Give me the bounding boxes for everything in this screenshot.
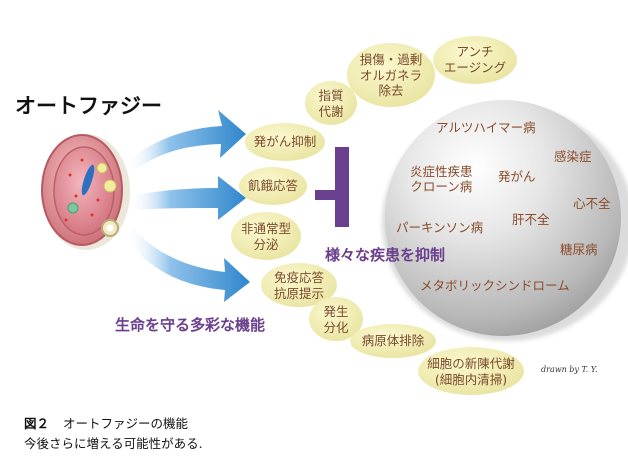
disease-label: 心不全 [573,196,611,211]
function-label: 損傷・過剰オルガネラ除去 [359,52,423,99]
function-label: 指質代謝 [318,88,344,119]
function-label: 発がん抑制 [253,134,317,149]
arrow-lower [128,226,250,302]
bubble-sonshou-kajou [347,43,435,107]
figure-caption-line2: 今後さらに増える可能性がある. [24,436,203,451]
disease-label: 炎症性疾患クローン病 [410,164,473,194]
arrows [128,110,250,302]
functions-heading: 生命を守る多彩な機能 [115,316,266,334]
arrow-middle [130,176,246,220]
bubble-kiga-outou [239,167,307,205]
arrow-upper [128,110,246,170]
function-label: 免疫応答抗原提示 [273,270,324,301]
disease-label: 糖尿病 [560,242,598,257]
function-label: 病原体排除 [361,333,425,348]
function-label: アンチエージング [443,44,507,75]
figure-number: 図２ [24,416,50,431]
figure-title: オートファジーの機能 [63,416,189,431]
function-label: 非通常型分泌 [240,221,291,252]
bubble-hatsugan-yokusei [245,123,325,161]
disease-label: パーキンソン病 [396,220,484,235]
bubble-anti-aging [433,36,517,84]
function-label: 細胞の新陳代謝(細胞内清掃) [427,356,515,387]
function-bubbles [231,36,524,395]
disease-suppression-heading: 様々な疾患を抑制 [325,246,446,264]
bubble-shishitsu-taisha [305,81,357,125]
figure-caption: 図２ オートファジーの機能 [24,413,188,432]
disease-sphere [382,100,628,341]
inhibition-symbol [315,147,349,227]
bubble-meneki-outou [261,263,337,307]
function-label: 飢餓応答 [247,178,298,193]
disease-label: 発がん [498,169,536,184]
bubble-saibou-shinchintaisha [418,347,524,395]
bubble-byougentai-haijo [350,324,436,358]
disease-label: 感染症 [554,149,592,164]
cell-icon [41,134,130,250]
diagram-title: オートファジー [15,94,162,118]
function-label: 発生分化 [323,304,349,335]
disease-label: アルツハイマー病 [436,120,536,135]
drawn-by-credit: drawn by T. Y. [541,365,598,374]
disease-label: 肝不全 [512,212,550,227]
disease-label: メタボリックシンドローム [420,278,570,293]
bubble-hitsuujougata-bunpi [231,212,301,260]
bubble-hassei-bunka [309,297,363,341]
